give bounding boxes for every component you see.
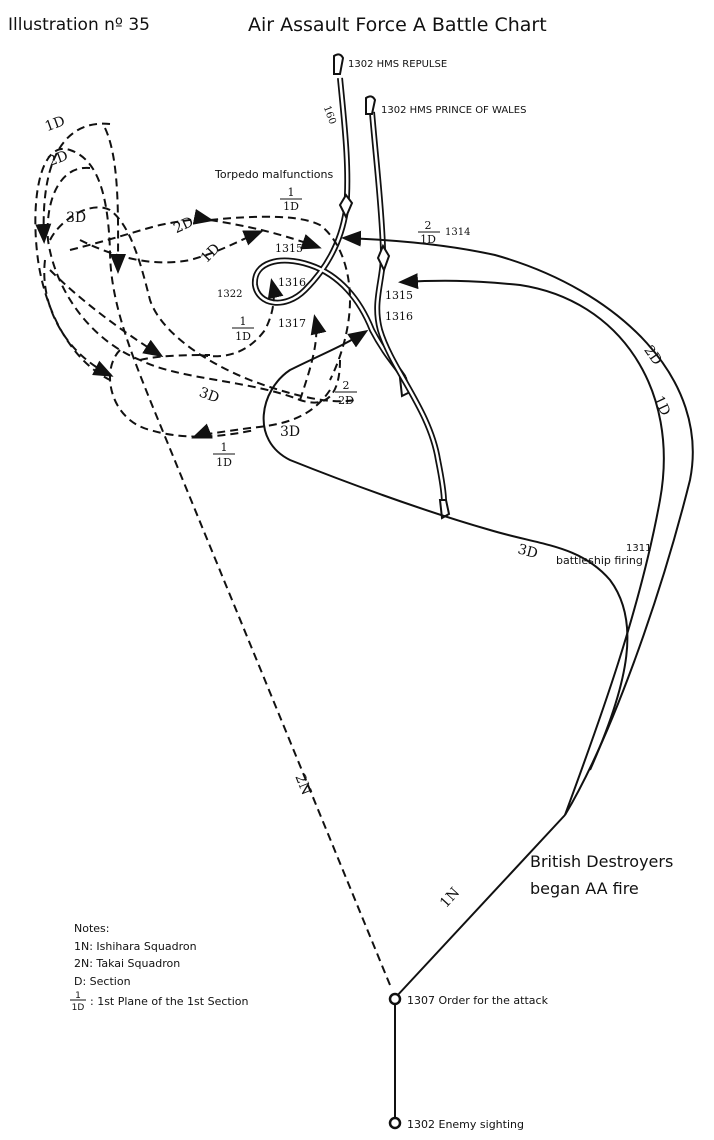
battleship-firing-label: battleship firing	[556, 554, 643, 567]
repulse-track	[251, 53, 412, 398]
prince-of-wales-label: 1302 HMS PRINCE OF WALES	[381, 105, 526, 116]
note-fraction-num: 1	[75, 991, 81, 1001]
destroyers-label-1: British Destroyers	[530, 852, 673, 871]
order-attack-label: 1307 Order for the attack	[407, 994, 549, 1007]
enemy-sighting-label: 1302 Enemy sighting	[407, 1118, 524, 1131]
prince-of-wales-ship-icon	[365, 95, 377, 115]
label-2d: 2D	[171, 214, 196, 237]
svg-text:1: 1	[288, 186, 295, 199]
prince-of-wales-track	[365, 95, 451, 520]
label-1d: 1D	[650, 393, 673, 418]
svg-text:2: 2	[343, 379, 350, 392]
note-fraction-desc: : 1st Plane of the 1st Section	[90, 995, 248, 1008]
illustration-number: Illustration nº 35	[8, 15, 150, 35]
fraction: 21D	[418, 219, 440, 246]
svg-text:1: 1	[240, 315, 247, 328]
fraction: 11D	[213, 441, 235, 469]
fraction: 11D	[280, 186, 302, 213]
destroyers-label-2: began AA fire	[530, 879, 639, 898]
repulse-ship-icon	[333, 53, 345, 75]
time-1314: 1314	[445, 227, 470, 238]
fraction: 22D	[335, 379, 357, 407]
note-1n: 1N: Ishihara Squadron	[74, 940, 197, 953]
svg-text:1D: 1D	[420, 233, 436, 246]
chart-title: Air Assault Force A Battle Chart	[248, 14, 547, 36]
label-3d: 3D	[66, 210, 86, 226]
enemy-sighting-marker	[388, 1116, 402, 1130]
label-3d: 3D	[280, 424, 300, 440]
time-1322: 1322	[217, 289, 242, 300]
svg-text:1D: 1D	[235, 330, 251, 343]
label-1d: 1D	[198, 241, 224, 267]
squadron-2n-paths	[34, 122, 391, 986]
order-attack-marker	[388, 992, 402, 1006]
note-2n: 2N: Takai Squadron	[74, 957, 180, 970]
time-1316-pow: 1316	[385, 310, 413, 323]
plane-fractions: 11D 21D 11D 22D 11D	[213, 186, 440, 469]
svg-text:1D: 1D	[216, 456, 232, 469]
label-160: 160	[321, 104, 338, 126]
note-d: D: Section	[74, 975, 131, 988]
label-2d: 2D	[640, 343, 665, 369]
time-1315-pow: 1315	[385, 289, 413, 302]
time-1316: 1316	[278, 276, 306, 289]
torpedo-malfunctions-label: Torpedo malfunctions	[214, 168, 334, 181]
time-1311: 1311	[626, 543, 651, 554]
svg-text:2D: 2D	[338, 394, 354, 407]
label-2d: 2D	[46, 148, 70, 170]
svg-text:1D: 1D	[283, 200, 299, 213]
note-fraction-den: 1D	[72, 1003, 85, 1013]
label-1n: 1N	[437, 885, 463, 911]
time-1315: 1315	[275, 242, 303, 255]
time-1317: 1317	[278, 317, 306, 330]
label-2n: 2N	[291, 772, 314, 798]
label-1d: 1D	[43, 113, 67, 135]
notes-legend: Notes: 1N: Ishihara Squadron 2N: Takai S…	[70, 922, 248, 1013]
squadron-1n-paths	[262, 230, 694, 1120]
fraction: 11D	[232, 315, 254, 343]
notes-heading: Notes:	[74, 922, 109, 935]
svg-text:1: 1	[221, 441, 228, 454]
label-3d: 3D	[516, 541, 540, 562]
label-3d: 3D	[197, 385, 221, 407]
repulse-label: 1302 HMS REPULSE	[348, 59, 447, 70]
svg-text:2: 2	[425, 219, 432, 232]
